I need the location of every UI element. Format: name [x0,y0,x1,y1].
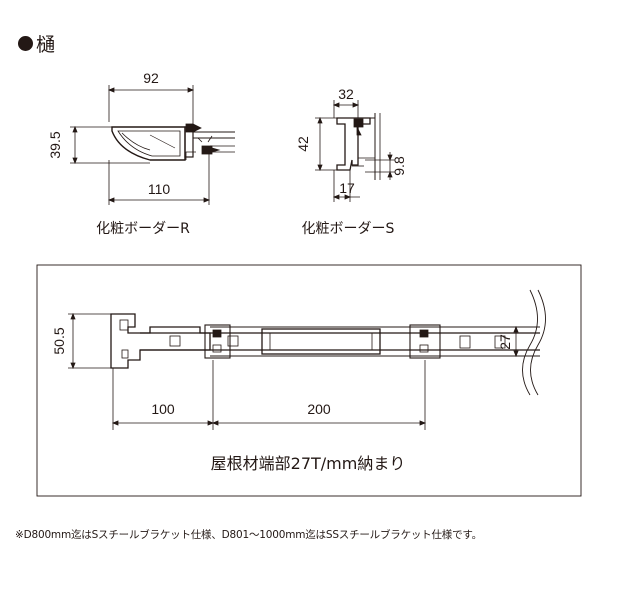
detail-s-caption: 化粧ボーダーS [302,221,395,237]
detail-r-drawing [70,85,235,205]
detail-s-dim-top: 32 [338,86,354,102]
section-drawing [36,264,582,497]
bullet-icon [18,36,33,51]
section-dim-span2: 200 [307,401,331,417]
detail-s-dim-left: 42 [295,136,311,152]
detail-r-dim-bottom: 110 [148,181,171,197]
detail-r-dim-left: 39.5 [47,131,63,158]
section-heading: 樋 [18,30,55,57]
heading-title: 樋 [36,34,56,56]
section-dim-end: 27 [497,334,513,350]
detail-s-drawing [315,100,395,202]
footnote: ※D800mm迄はSスチールブラケット仕様、D801～1000mm迄はSSスチー… [15,529,482,541]
detail-r-caption: 化粧ボーダーR [96,221,190,237]
detail-r-dim-top: 92 [143,70,159,86]
detail-s-dim-bottom: 17 [339,180,355,196]
section-dim-span1: 100 [151,401,175,417]
section-dim-height: 50.5 [51,327,67,354]
detail-s-dim-right: 9.8 [391,156,407,176]
section-caption: 屋根材端部27T/mm納まり [211,454,406,473]
section-frame [36,264,582,497]
